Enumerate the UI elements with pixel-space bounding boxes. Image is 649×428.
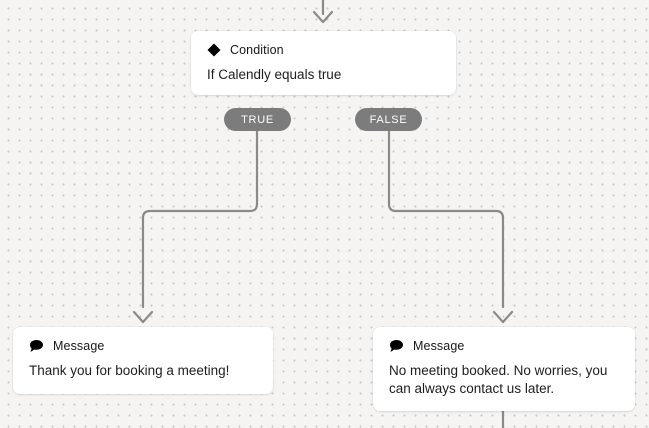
edge-true-branch <box>141 129 259 309</box>
node-message-false-body: No meeting booked. No worries, you can a… <box>389 363 608 397</box>
branch-badge-true-label: TRUE <box>241 113 274 126</box>
node-condition-header: Condition <box>191 31 456 57</box>
arrowhead-incoming-top <box>312 10 334 24</box>
node-message-true-body: Thank you for booking a meeting! <box>29 363 230 378</box>
message-icon <box>30 340 43 352</box>
node-message-false-header: Message <box>373 327 635 353</box>
branch-badge-false[interactable]: FALSE <box>355 108 422 131</box>
node-message-true[interactable]: Message Thank you for booking a meeting! <box>13 327 273 394</box>
diamond-icon <box>207 43 221 57</box>
arrowhead-true-branch <box>132 310 154 324</box>
node-condition-body: If Calendly equals true <box>207 67 342 82</box>
node-message-false-title: Message <box>413 338 465 353</box>
branch-badge-true[interactable]: TRUE <box>224 108 291 131</box>
arrowhead-false-branch <box>492 310 514 324</box>
message-icon <box>390 340 403 352</box>
node-message-false[interactable]: Message No meeting booked. No worries, y… <box>373 327 635 411</box>
edge-false-branch <box>387 129 505 309</box>
node-condition-title: Condition <box>230 42 284 57</box>
node-message-true-header: Message <box>13 327 273 353</box>
node-message-true-title: Message <box>53 338 105 353</box>
node-condition[interactable]: Condition If Calendly equals true <box>191 31 456 95</box>
branch-badge-false-label: FALSE <box>369 113 408 126</box>
